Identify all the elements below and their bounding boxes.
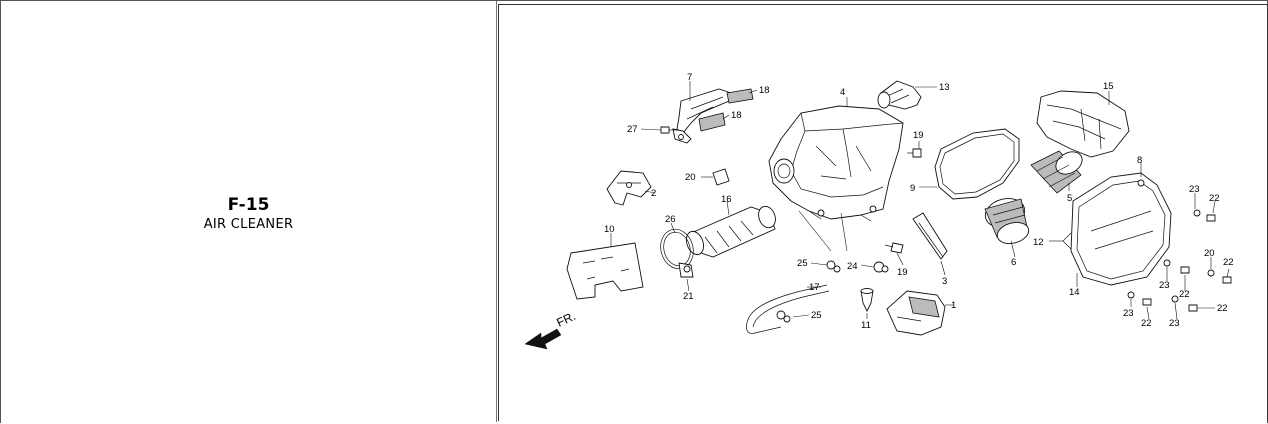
part-22-screw-a [1206, 214, 1216, 222]
part-2-bracket [606, 170, 652, 206]
callout-8: 8 [1137, 155, 1142, 166]
callout-25-upper: 25 [797, 258, 808, 269]
part-1-resonator [886, 290, 946, 336]
part-21-clamp-screw [678, 262, 694, 278]
part-3-drain-tube [912, 212, 948, 260]
callout-20-upper: 20 [685, 172, 696, 183]
part-7-bracket [672, 88, 732, 144]
part-16-connecting-tube [685, 205, 776, 258]
part-19-screw-lower [884, 242, 904, 254]
part-4-cleaner-case [768, 105, 904, 222]
callout-22-c: 22 [1179, 289, 1190, 300]
callout-5: 5 [1067, 193, 1072, 204]
part-20-clip [712, 168, 730, 186]
callout-19-lower: 19 [897, 267, 908, 278]
front-direction-arrow [524, 328, 562, 350]
exploded-view-diagram: FR. 7 18 18 27 4 13 15 19 9 5 8 23 22 20… [524, 72, 1234, 350]
callout-7: 7 [687, 72, 692, 83]
diagram-panel: FR. 7 18 18 27 4 13 15 19 9 5 8 23 22 20… [498, 4, 1268, 421]
callout-labels: 7 18 18 27 4 13 15 19 9 5 8 23 22 20 2 1… [604, 72, 1234, 331]
callout-22-a: 22 [1209, 193, 1220, 204]
part-22-screw-d [1142, 298, 1152, 306]
callout-6: 6 [1011, 257, 1016, 268]
callout-1: 1 [951, 300, 956, 311]
part-11-drain-plug [860, 288, 874, 313]
part-17-breather-tube [746, 284, 830, 334]
callout-2: 2 [651, 188, 656, 199]
callout-25-lower: 25 [811, 310, 822, 321]
title-panel: F-15 AIR CLEANER [1, 1, 497, 422]
callout-16: 16 [721, 194, 732, 205]
callout-4: 4 [840, 87, 845, 98]
callout-26: 26 [665, 214, 676, 225]
part-10-plate [566, 242, 644, 300]
callout-23-a: 23 [1189, 184, 1200, 195]
front-direction-label: FR. [554, 309, 577, 330]
callout-12: 12 [1033, 237, 1044, 248]
part-18-pad-lower [698, 112, 726, 132]
part-6-filter [984, 198, 1030, 244]
part-13-duct [877, 80, 922, 110]
page-code: F-15 [227, 195, 270, 215]
page-name: AIR CLEANER [203, 217, 294, 232]
callout-22-e: 22 [1217, 303, 1228, 314]
part-23-washer-c [1171, 295, 1179, 303]
callout-23-d: 23 [1169, 318, 1180, 329]
callout-22-b: 22 [1223, 257, 1234, 268]
callout-10: 10 [604, 224, 615, 235]
callout-11: 11 [861, 320, 871, 331]
callout-15: 15 [1103, 81, 1114, 92]
callout-9: 9 [910, 183, 915, 194]
leader-lines [610, 81, 1230, 320]
part-8-cover [1070, 172, 1172, 286]
part-5-filter-element [1030, 150, 1083, 194]
callout-18-upper: 18 [759, 85, 770, 96]
part-22-screw-c [1222, 276, 1232, 284]
callout-17: 17 [809, 282, 820, 293]
part-23-washer-d [1127, 291, 1135, 299]
part-22-screw-e [1188, 304, 1198, 312]
callout-23-c: 23 [1123, 308, 1134, 319]
part-23-washer-a [1193, 209, 1201, 217]
title-block: F-15 AIR CLEANER [1, 194, 496, 234]
part-27-bolt [660, 126, 677, 134]
callout-27: 27 [627, 124, 638, 135]
callout-14: 14 [1069, 287, 1080, 298]
callout-3: 3 [942, 276, 947, 287]
part-23-washer-b [1163, 259, 1171, 267]
callout-13: 13 [939, 82, 950, 93]
callout-19-upper: 19 [913, 130, 924, 141]
callout-20-cover: 20 [1204, 248, 1215, 259]
part-20-clip-cover [1207, 269, 1215, 277]
part-9-gasket [934, 128, 1020, 200]
callout-18-lower: 18 [731, 110, 742, 121]
part-18-pad-upper [726, 88, 754, 104]
callout-22-d: 22 [1141, 318, 1152, 329]
part-25-clip-lower [776, 310, 791, 323]
part-25-clip-upper [826, 260, 841, 273]
part-15-intake-cover [1036, 90, 1130, 158]
part-24-clip [873, 261, 889, 273]
callout-23-b: 23 [1159, 280, 1170, 291]
part-19-screw-upper [907, 148, 922, 158]
part-22-screw-b [1180, 266, 1190, 274]
callout-21: 21 [683, 291, 694, 302]
callout-24: 24 [847, 261, 858, 272]
